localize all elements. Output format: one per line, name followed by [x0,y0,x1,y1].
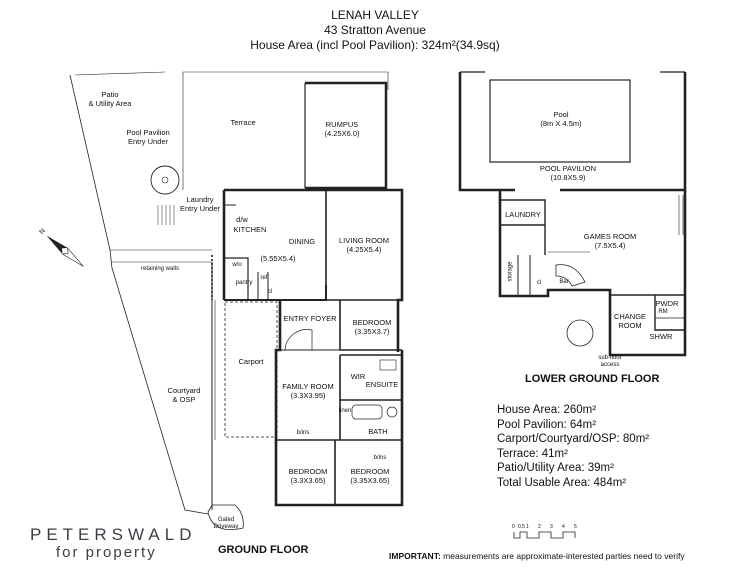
area-summary: House Area: 260m² Pool Pavilion: 64m² Ca… [497,403,649,490]
scale-bar [513,531,576,539]
label-courtyard: Courtyard & OSP [167,386,201,404]
label-family-room: FAMILY ROOM(3.3X3.95) [282,382,334,400]
label-bar: Bar [559,279,569,285]
patio-spiral-stair [150,165,180,195]
carport-outline [224,301,278,438]
label-bath: BATH [368,427,388,436]
label-carport: Carport [238,357,264,366]
label-wir: WIR [350,372,366,381]
label-bedroom-3: BEDROOM(3.35X3.65) [350,467,390,485]
label-builtins-1: b/ins [296,430,310,436]
label-subfloor: sub-floor access [598,355,622,368]
label-pantry: pantry [235,280,253,286]
label-bedroom-2: BEDROOM(3.3X3.65) [288,467,328,485]
label-patio: Patio & Utility Area [88,90,132,108]
agency-logo: PETERSWALD [30,525,197,544]
label-laundry-entry: Laundry Entry Under [179,195,221,213]
label-kitchen-dim: (5.55X5.4) [260,254,296,263]
area-pool-pavilion: Pool Pavilion: 64m² [497,418,597,431]
pool-outline [489,79,631,163]
scale-tick: 0.5 [518,524,525,530]
label-pool-pavilion: POOL PAVILION(10.8X5.9) [539,164,597,182]
label-kitchen: KITCHEN [233,225,267,234]
scale-tick: 3 [550,524,553,530]
label-living: LIVING ROOM(4.25X5.4) [338,236,390,254]
label-entry-foyer: ENTRY FOYER [283,314,337,323]
label-dw: d/w [236,215,248,224]
label-laundry: LAUNDRY [505,210,541,219]
lower-floor-walls [498,190,687,357]
area-terrace: Terrace: 41m² [497,447,568,460]
scale-tick: 2 [538,524,541,530]
label-builtins-2: b/ins [373,455,387,461]
ground-floor-title: GROUND FLOOR [218,544,309,556]
label-change-room: CHANGE ROOM [613,312,647,330]
label-pool: Pool(8m X 4.5m) [540,110,582,128]
label-terrace: Terrace [230,118,256,127]
label-lower-closet: cl [536,280,542,286]
label-games-room: GAMES ROOM(7.5X5.4) [583,232,637,250]
scale-tick: 0 [512,524,515,530]
lower-spiral-stair [566,319,594,347]
disclaimer-text: measurements are approximate-interested … [440,551,685,561]
label-gated-driveway: Gated Driveway [213,517,239,530]
svg-text:N: N [38,227,47,235]
plan-house-area: House Area (incl Pool Pavilion): 324m²(3… [250,38,500,52]
area-carport: Carport/Courtyard/OSP: 80m² [497,433,650,445]
label-dining: DINING [288,237,316,246]
scale-tick: 4 [562,524,565,530]
label-linen: linen [338,408,352,414]
label-rm: RM [658,309,668,315]
label-pool-entry: Pool Pavilion Entry Under [126,128,170,146]
disclaimer-bold: IMPORTANT: [389,551,441,561]
label-retaining: retaining walls [140,266,180,272]
area-patio: Patio/Utility Area: 39m² [497,462,614,474]
area-house: House Area: 260m² [497,404,597,416]
site-boundary [69,74,209,515]
entry-spiral-stair [284,329,313,351]
north-arrow-icon: N [38,227,84,267]
scale-tick: 5 [574,524,577,530]
label-powder-room: PWDR [655,299,679,308]
scale-tick: 1 [526,524,529,530]
scale-labels: 0 0.5 1 2 3 4 5 [512,524,587,544]
plan-title: LENAH VALLEY [331,8,419,22]
label-shower: SHWR [649,332,673,341]
label-ref: ref [260,275,268,281]
label-storage: storage [507,261,514,282]
label-rumpus: RUMPUS(4.25X6.0) [324,120,360,138]
label-closet: cl [267,289,273,295]
disclaimer: IMPORTANT: measurements are approximate-… [389,551,685,561]
label-bedroom-1: BEDROOM(3.35X3.7) [352,318,392,336]
lower-floor-title: LOWER GROUND FLOOR [525,373,660,385]
agency-logo-sub: for property [56,544,157,561]
label-ensuite: ENSUITE [365,380,399,389]
plan-address: 43 Stratton Avenue [324,23,426,37]
rumpus-walls [305,81,388,190]
gated-driveway-outline [207,504,244,531]
label-wo: w/o [232,262,242,268]
area-total: Total Usable Area: 484m² [497,476,627,489]
